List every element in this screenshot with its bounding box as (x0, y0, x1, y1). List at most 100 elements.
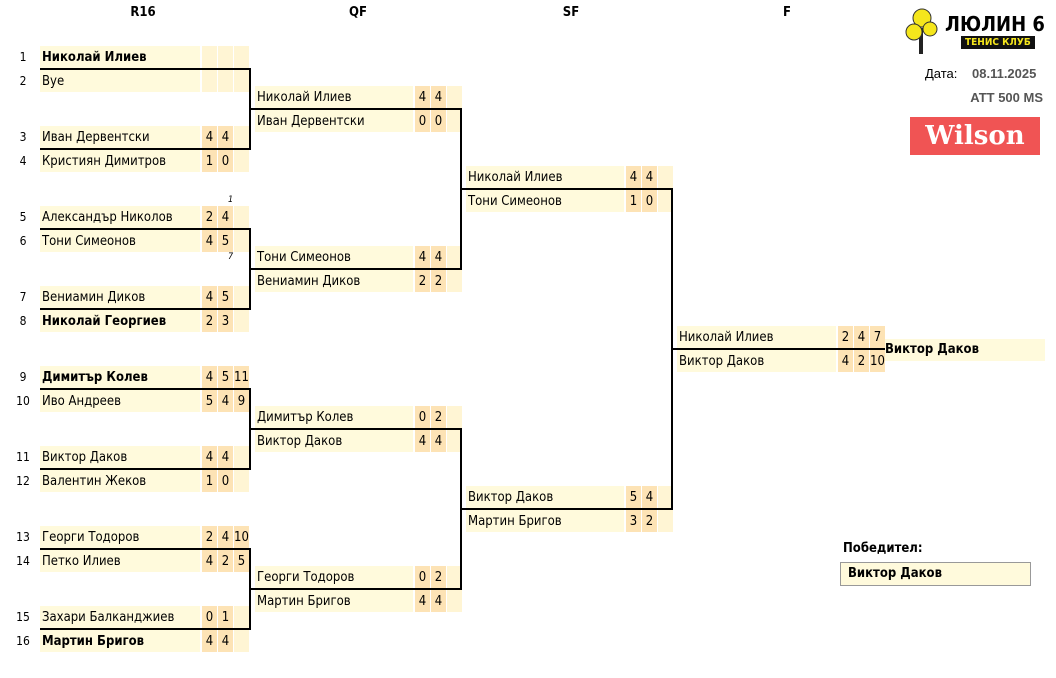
player-name: Николай Илиев (677, 326, 836, 348)
seed-number: 5 (19, 210, 27, 224)
set-score: 5 (218, 230, 233, 252)
set-score: 4 (202, 286, 217, 308)
set-score: 5 (218, 286, 233, 308)
set-score (447, 590, 462, 612)
bracket-line (671, 348, 885, 350)
date-value: 08.11.2025 (972, 66, 1037, 81)
set-score (447, 430, 462, 452)
set-score: 5 (202, 390, 217, 412)
set-score (234, 446, 249, 468)
bracket-line (40, 148, 251, 150)
bracket-line (460, 508, 673, 510)
player-name: Мартин Бригов (40, 630, 200, 652)
player-name: Николай Илиев (466, 166, 624, 188)
seed-number: 16 (16, 634, 30, 648)
player-name: Димитър Колев (40, 366, 200, 388)
set-score: 2 (202, 310, 217, 332)
set-score (658, 166, 673, 188)
set-score: 2 (854, 350, 869, 372)
seed-number: 10 (16, 394, 30, 408)
set-score (234, 230, 249, 252)
player-name: Виктор Даков (466, 486, 624, 508)
player-name: Тони Симеонов (40, 230, 200, 252)
set-score (234, 630, 249, 652)
set-score: 2 (415, 270, 430, 292)
seed-number: 6 (19, 234, 27, 248)
set-score: 2 (431, 406, 446, 428)
set-score: 5 (234, 550, 249, 572)
set-score (218, 70, 233, 92)
player-name: Николай Илиев (255, 86, 413, 108)
set-score: 1 (202, 150, 217, 172)
set-score: 7 (870, 326, 885, 348)
set-score: 2 (202, 526, 217, 548)
header-qf: QF (349, 5, 367, 20)
player-name: Тони Симеонов (466, 190, 624, 212)
player-name: Мартин Бригов (255, 590, 413, 612)
set-score (234, 206, 249, 228)
set-score (234, 310, 249, 332)
set-score (447, 406, 462, 428)
player-name: Петко Илиев (40, 550, 200, 572)
set-score (234, 606, 249, 628)
seed-number: 2 (19, 74, 27, 88)
player-name: Георги Тодоров (255, 566, 413, 588)
header-sf: SF (562, 5, 580, 20)
set-score (234, 150, 249, 172)
player-name: Мартин Бригов (466, 510, 624, 532)
set-score: 0 (415, 110, 430, 132)
set-score: 11 (234, 366, 249, 388)
club-sub: ТЕНИС КЛУБ (961, 36, 1035, 49)
seed-number: 4 (19, 154, 27, 168)
bracket-line (249, 108, 462, 110)
player-name: Николай Илиев (40, 46, 200, 68)
set-score (234, 470, 249, 492)
seed-number: 9 (19, 370, 27, 384)
set-score: 10 (870, 350, 885, 372)
champion-name: Виктор Даков (885, 339, 1045, 361)
set-score: 4 (431, 590, 446, 612)
set-score: 4 (202, 230, 217, 252)
set-score: 0 (202, 606, 217, 628)
bracket-line (40, 468, 251, 470)
set-score: 4 (854, 326, 869, 348)
set-score: 4 (415, 590, 430, 612)
tree-logo-icon (905, 8, 938, 54)
set-score: 4 (218, 526, 233, 548)
set-score: 0 (415, 406, 430, 428)
header-r16: R16 (130, 5, 156, 20)
club-logo: ЛЮЛИН 6 ТЕНИС КЛУБ (905, 8, 1045, 56)
set-score: 4 (838, 350, 853, 372)
sponsor-logo: Wilson (910, 117, 1040, 155)
player-name: Валентин Жеков (40, 470, 200, 492)
set-score: 4 (202, 366, 217, 388)
seed-number: 15 (16, 610, 30, 624)
bracket-line (40, 308, 251, 310)
player-name: Вениамин Диков (255, 270, 413, 292)
set-score: 0 (415, 566, 430, 588)
set-score: 10 (234, 526, 249, 548)
set-score (447, 270, 462, 292)
club-name: ЛЮЛИН 6 (945, 12, 1045, 36)
player-name: Виктор Даков (40, 446, 200, 468)
set-score: 4 (642, 166, 657, 188)
player-name: Иван Дервентски (40, 126, 200, 148)
set-score: 4 (218, 206, 233, 228)
set-score (447, 246, 462, 268)
date-label: Дата: (925, 66, 958, 81)
set-score: 3 (626, 510, 641, 532)
seed-number: 13 (16, 530, 30, 544)
set-score: 4 (431, 246, 446, 268)
set-score: 1 (218, 606, 233, 628)
set-score (234, 126, 249, 148)
winner-box: Виктор Даков (840, 562, 1031, 586)
set-score: 4 (202, 550, 217, 572)
tiebreak-score: 7 (228, 252, 234, 262)
header-f: F (783, 5, 791, 20)
set-score: 4 (642, 486, 657, 508)
set-score: 4 (202, 126, 217, 148)
tournament-name: ATT 500 MS (970, 90, 1043, 105)
set-score: 2 (838, 326, 853, 348)
seed-number: 7 (19, 290, 27, 304)
